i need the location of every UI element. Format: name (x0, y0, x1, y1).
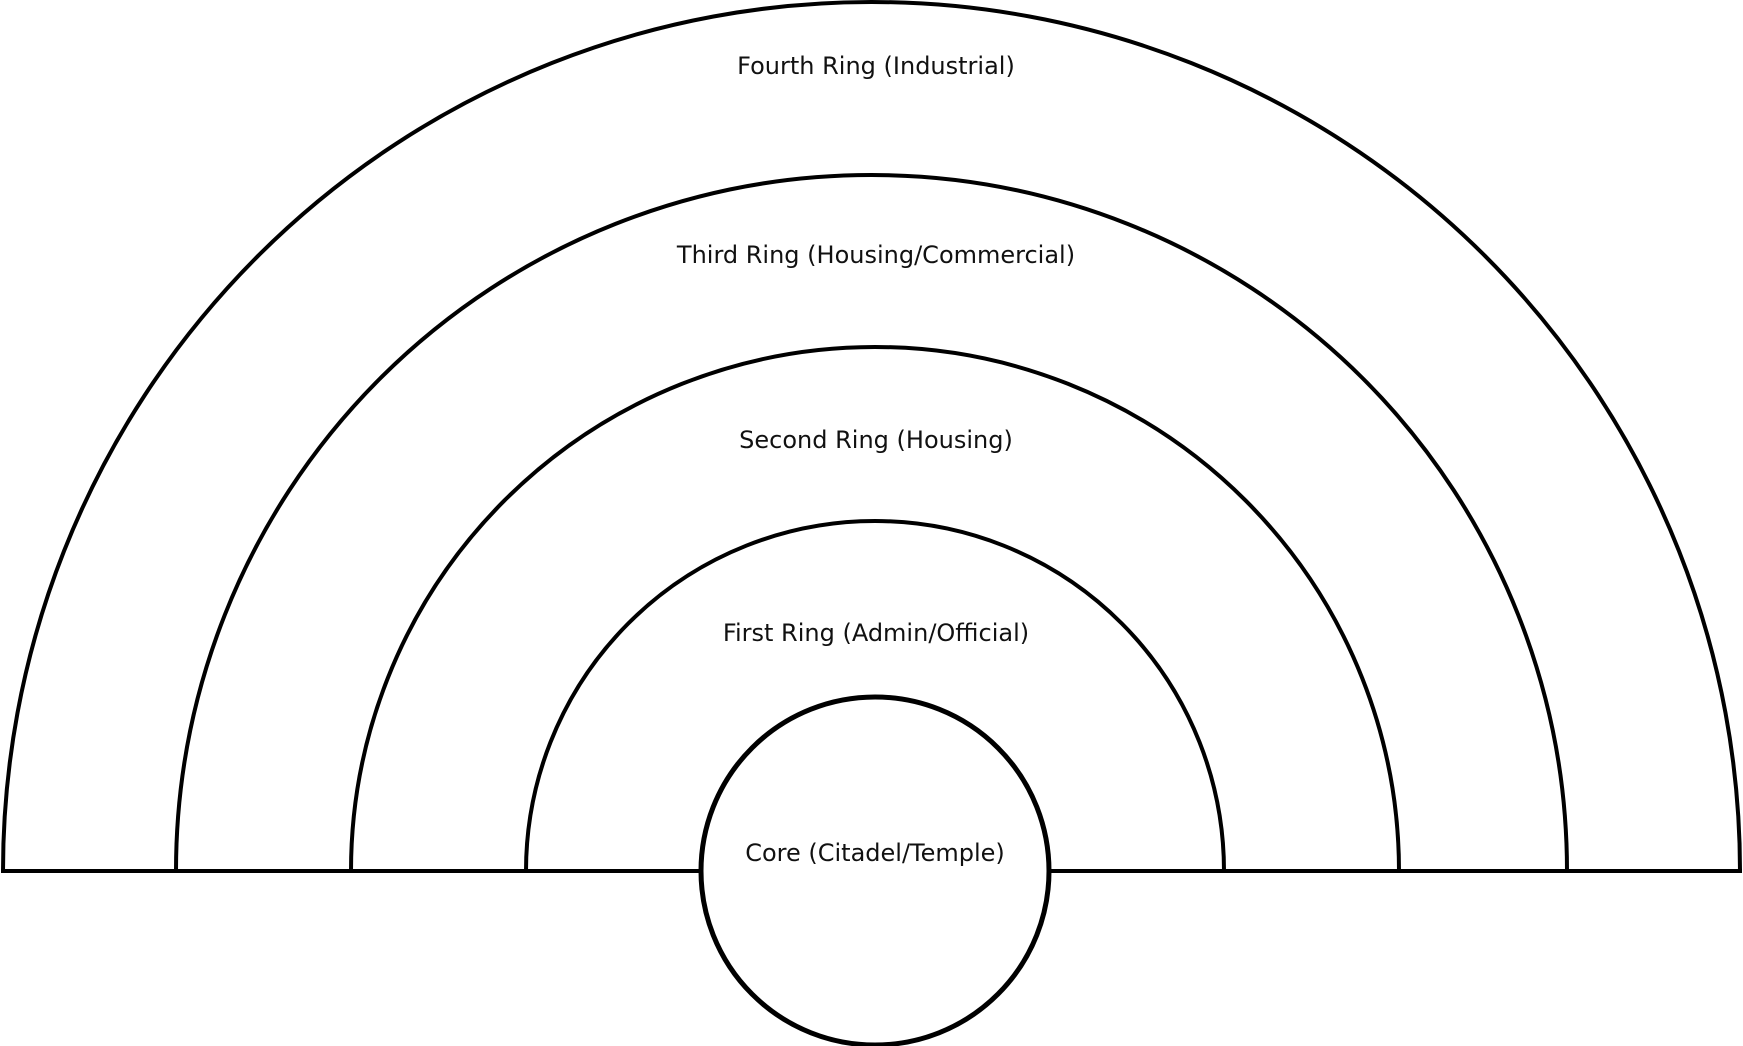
core-label: Core (Citadel/Temple) (745, 839, 1005, 867)
fourth-ring-label: Fourth Ring (Industrial) (737, 52, 1015, 80)
first-ring-label: First Ring (Admin/Official) (723, 619, 1029, 647)
third-ring-label: Third Ring (Housing/Commercial) (676, 241, 1075, 269)
core-circle (698, 694, 1052, 1046)
second-ring-label: Second Ring (Housing) (739, 426, 1013, 454)
